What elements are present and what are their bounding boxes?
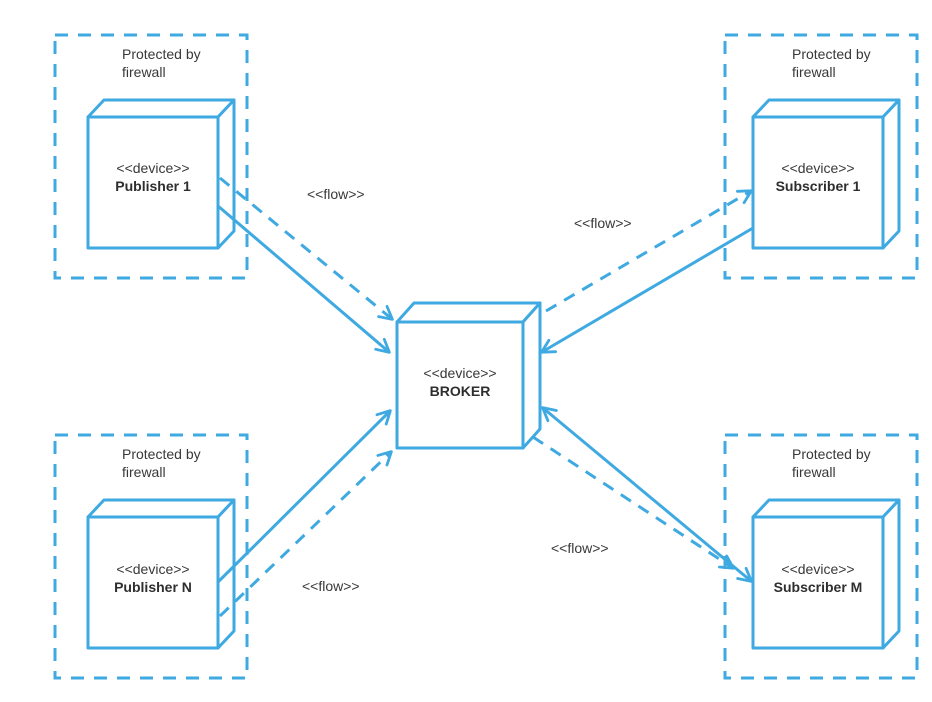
firewall-label-line2: firewall (792, 64, 836, 80)
connection-edge-publisherN-broker-solid (216, 409, 392, 584)
flow-edge-publisher1-broker-dashed (219, 176, 394, 321)
connection-edge-publisher1-broker-solid (217, 204, 391, 354)
firewall-boundary-top-right (723, 33, 919, 280)
firewall-label-line1: Protected by (122, 446, 201, 462)
device-stereotype: <<device>> (423, 365, 497, 381)
device-name: Publisher 1 (115, 178, 191, 194)
flow-edge-publisherN-broker-dashed (218, 450, 393, 618)
device-label-subscriber-1: <<device>> Subscriber 1 (753, 159, 883, 195)
device-node-broker (395, 301, 542, 450)
device-name: BROKER (429, 383, 491, 399)
device-stereotype: <<device>> (116, 561, 190, 577)
device-label-publisher-n: <<device>> Publisher N (88, 560, 218, 596)
firewall-label-bottom-left: Protected by firewall (122, 445, 201, 481)
firewall-label-line2: firewall (122, 64, 166, 80)
firewall-boundary-bottom-left (53, 433, 249, 680)
connection-edge-subscriber1-broker-solid (540, 226, 754, 354)
firewall-label-line1: Protected by (792, 46, 871, 62)
firewall-label-top-right: Protected by firewall (792, 45, 871, 81)
flow-label-top-left: <<flow>> (307, 186, 365, 202)
flow-label-bottom-left: <<flow>> (302, 578, 360, 594)
device-label-broker: <<device>> BROKER (397, 364, 523, 400)
device-stereotype: <<device>> (781, 160, 855, 176)
device-name: Subscriber M (773, 579, 863, 595)
flow-edge-broker-subscriberM-dashed (532, 435, 735, 570)
device-node-subscriber-m (751, 498, 901, 650)
device-name: Publisher N (114, 579, 192, 595)
device-node-subscriber-1 (751, 98, 901, 250)
device-stereotype: <<device>> (781, 561, 855, 577)
firewall-label-line2: firewall (792, 464, 836, 480)
firewall-label-top-left: Protected by firewall (122, 45, 201, 81)
flow-label-top-right: <<flow>> (574, 215, 632, 231)
device-label-publisher-1: <<device>> Publisher 1 (88, 159, 218, 195)
device-node-publisher-1 (86, 98, 236, 250)
flow-edge-broker-subscriber1-dashed (545, 189, 753, 313)
device-stereotype: <<device>> (116, 160, 190, 176)
firewall-label-line2: firewall (122, 464, 166, 480)
firewall-label-bottom-right: Protected by firewall (792, 445, 871, 481)
device-label-subscriber-m: <<device>> Subscriber M (753, 560, 883, 596)
device-name: Subscriber 1 (775, 178, 861, 194)
connection-edge-subscriberM-broker-solid (541, 406, 753, 583)
flow-label-bottom-right: <<flow>> (551, 540, 609, 556)
firewall-boundary-top-left (53, 33, 249, 280)
firewall-label-line1: Protected by (792, 446, 871, 462)
firewall-label-line1: Protected by (122, 46, 201, 62)
